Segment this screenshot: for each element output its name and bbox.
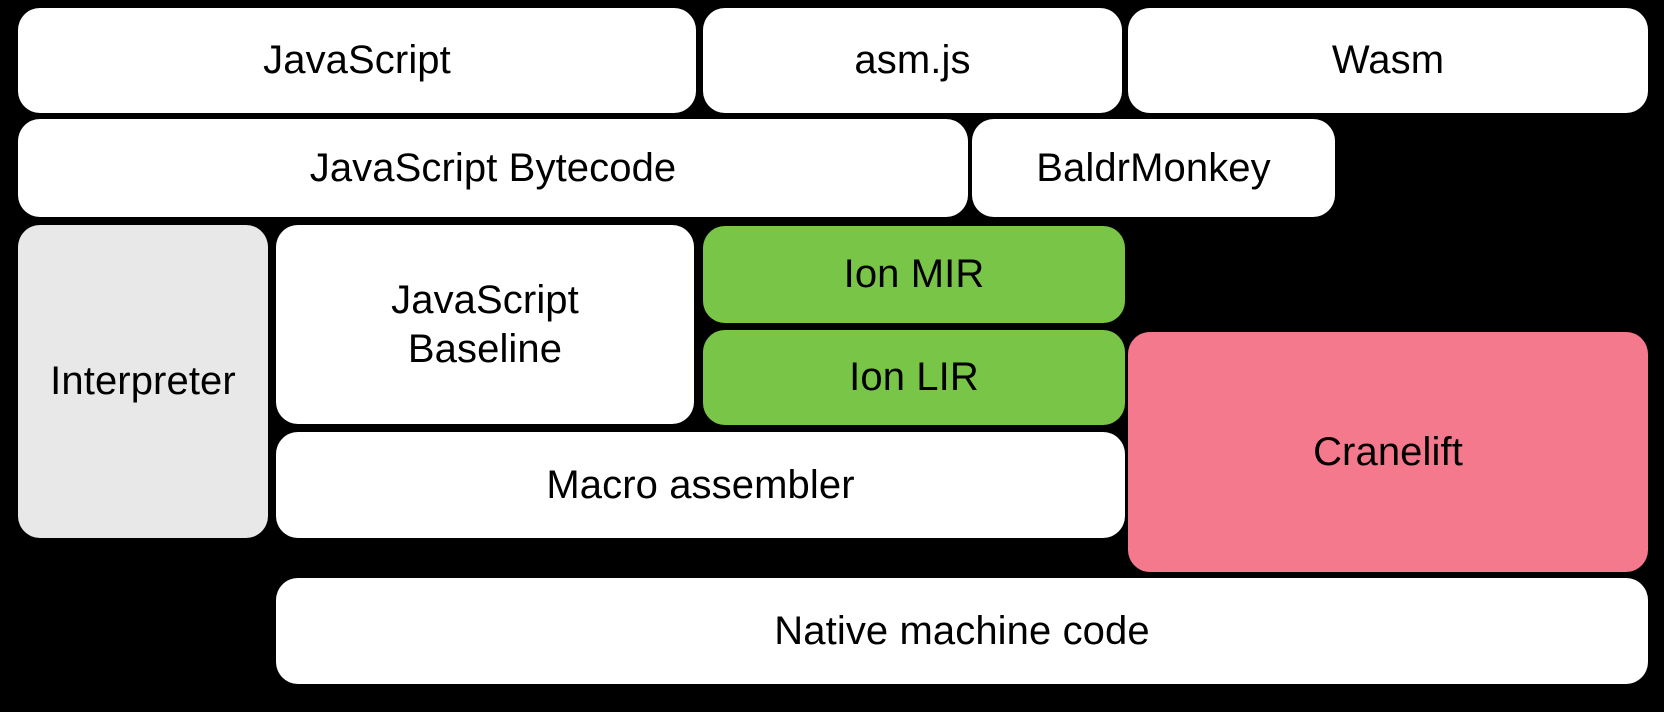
node-javascript-baseline[interactable]: JavaScript Baseline — [276, 225, 694, 424]
node-baldrmonkey[interactable]: BaldrMonkey — [972, 119, 1335, 217]
node-ion-lir[interactable]: Ion LIR — [703, 330, 1125, 425]
node-asm-js[interactable]: asm.js — [703, 8, 1122, 113]
node-native-machine-code[interactable]: Native machine code — [276, 578, 1648, 684]
node-javascript-bytecode[interactable]: JavaScript Bytecode — [18, 119, 968, 217]
node-interpreter[interactable]: Interpreter — [18, 225, 268, 538]
node-ion-mir[interactable]: Ion MIR — [703, 226, 1125, 323]
node-wasm[interactable]: Wasm — [1128, 8, 1648, 113]
node-javascript[interactable]: JavaScript — [18, 8, 696, 113]
node-macro-assembler[interactable]: Macro assembler — [276, 432, 1125, 538]
node-cranelift[interactable]: Cranelift — [1128, 332, 1648, 572]
